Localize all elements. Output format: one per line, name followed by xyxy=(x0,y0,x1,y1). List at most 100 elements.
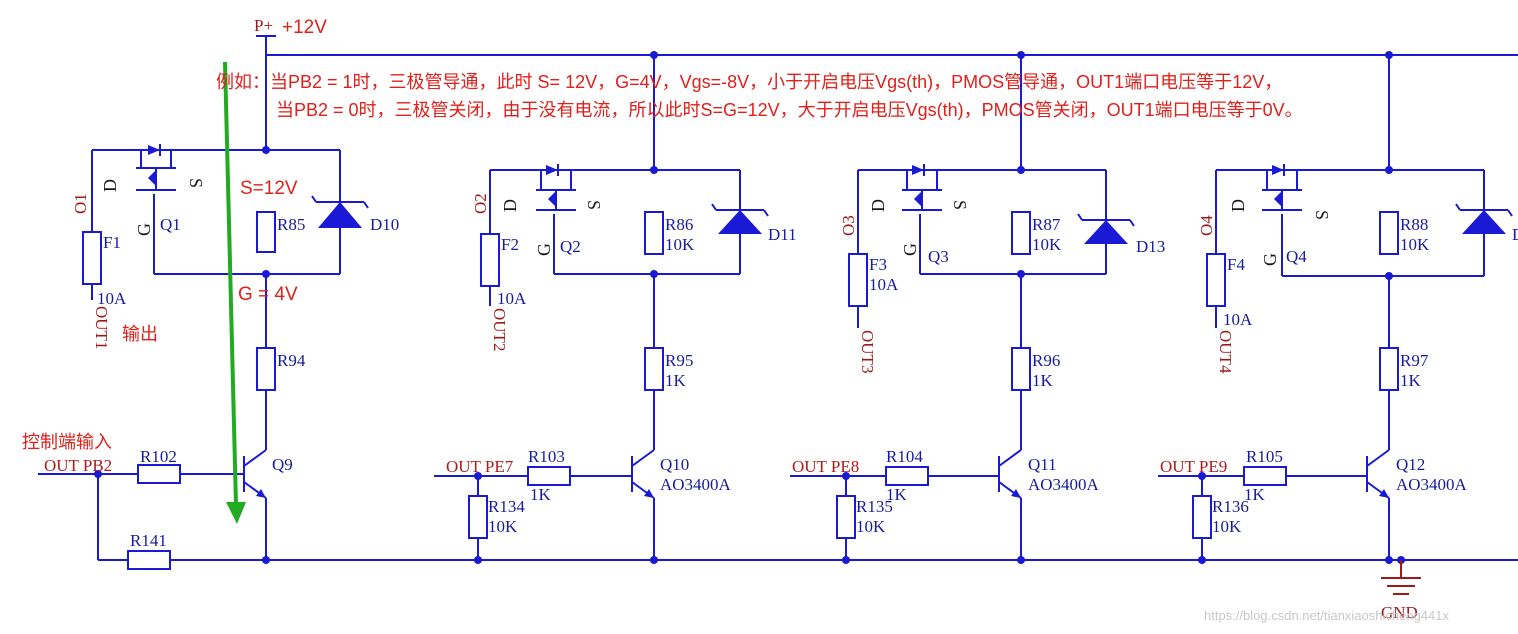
f4-label: F4 xyxy=(1227,255,1245,274)
q3-gate-pin: G xyxy=(900,243,920,256)
r104-label: R104 xyxy=(886,447,923,466)
fuse-f1 xyxy=(82,231,102,285)
f1-value: 10A xyxy=(97,289,127,308)
f3-value: 10A xyxy=(869,275,899,294)
r88-label: R88 xyxy=(1400,215,1428,234)
q11-part: AO3400A xyxy=(1028,475,1100,494)
r102-label: R102 xyxy=(140,447,177,466)
r97-label: R97 xyxy=(1400,351,1429,370)
input-net-pb2: OUT PB2 xyxy=(44,456,112,475)
q4-gate-pin: G xyxy=(1260,253,1280,266)
channel-1 xyxy=(38,55,369,570)
resistor-r97 xyxy=(1379,347,1399,391)
power-rail xyxy=(256,35,1518,59)
input-net-pe8: OUT PE8 xyxy=(792,457,859,476)
watermark: https://blog.csdn.net/tianxiaoshicheng44… xyxy=(1204,608,1450,623)
r134-value: 10K xyxy=(488,517,518,536)
r96-label: R96 xyxy=(1032,351,1060,370)
resistor-r135 xyxy=(836,495,856,539)
r95-value: 1K xyxy=(665,371,687,390)
resistor-r134 xyxy=(468,495,488,539)
q2-drain-pin: D xyxy=(500,199,520,212)
o2-label: O2 xyxy=(471,193,490,214)
resistor-r136 xyxy=(1192,495,1212,539)
mosfet-q4-symbol xyxy=(1262,164,1302,211)
q2-label: Q2 xyxy=(560,237,581,256)
r86-value: 10K xyxy=(665,235,695,254)
out1-net-label: OUT1 xyxy=(92,306,111,349)
explanation-line-1: 例如：当PB2 = 1时，三极管导通，此时 S= 12V，G=4V，Vgs=-8… xyxy=(216,72,1282,92)
resistor-r85 xyxy=(256,211,276,253)
d13-label: D13 xyxy=(1136,237,1165,256)
r88-value: 10K xyxy=(1400,235,1430,254)
resistor-r141 xyxy=(127,550,171,570)
o4-label: O4 xyxy=(1197,215,1216,236)
d11-label: D11 xyxy=(768,225,797,244)
q4-drain-pin: D xyxy=(1228,199,1248,212)
bjt-q10-symbol xyxy=(631,449,655,560)
r87-value: 10K xyxy=(1032,235,1062,254)
gate-voltage-note: G = 4V xyxy=(238,284,298,305)
q12-label: Q12 xyxy=(1396,455,1425,474)
power-voltage-label: +12V xyxy=(282,17,327,38)
bjt-q9-symbol xyxy=(243,449,267,560)
f2-label: F2 xyxy=(501,235,519,254)
q3-drain-pin: D xyxy=(868,199,888,212)
q10-label: Q10 xyxy=(660,455,689,474)
zener-d-symbol xyxy=(1455,203,1513,234)
output-note: 输出 xyxy=(122,324,158,344)
resistor-r94 xyxy=(256,347,276,391)
resistor-r103 xyxy=(527,466,571,486)
zener-d11-symbol xyxy=(711,203,769,234)
r141-label: R141 xyxy=(130,531,167,550)
r85-label: R85 xyxy=(277,215,305,234)
mosfet-q1-symbol xyxy=(136,144,176,191)
mosfet-q2-symbol xyxy=(536,164,576,211)
q11-label: Q11 xyxy=(1028,455,1057,474)
explanation-line-2: 当PB2 = 0时，三极管关闭，由于没有电流，所以此时S=G=12V，大于开启电… xyxy=(276,100,1303,120)
input-net-pe9: OUT PE9 xyxy=(1160,457,1227,476)
q2-gate-pin: G xyxy=(534,243,554,256)
q12-part: AO3400A xyxy=(1396,475,1468,494)
out4-net-label: OUT4 xyxy=(1216,330,1235,374)
q1-label: Q1 xyxy=(160,215,181,234)
source-voltage-note: S=12V xyxy=(240,178,298,199)
out2-net-label: OUT2 xyxy=(490,308,509,351)
resistor-r102 xyxy=(137,464,181,484)
r136-label: R136 xyxy=(1212,497,1249,516)
r105-value: 1K xyxy=(1244,485,1266,504)
channel-3 xyxy=(790,55,1135,564)
f3-label: F3 xyxy=(869,255,887,274)
resistor-r87 xyxy=(1011,211,1031,255)
q3-label: Q3 xyxy=(928,247,949,266)
r136-value: 10K xyxy=(1212,517,1242,536)
fuse-f2 xyxy=(480,233,500,287)
r94-label: R94 xyxy=(277,351,306,370)
fuse-f4 xyxy=(1206,253,1226,307)
mosfet-q3-symbol xyxy=(902,164,942,211)
resistor-r96 xyxy=(1011,347,1031,391)
bjt-q11-symbol xyxy=(998,449,1022,560)
r103-value: 1K xyxy=(530,485,552,504)
resistor-r105 xyxy=(1243,466,1287,486)
q10-part: AO3400A xyxy=(660,475,732,494)
channel-4 xyxy=(1158,55,1513,564)
q4-source-pin: S xyxy=(1312,210,1332,220)
out3-net-label: OUT3 xyxy=(858,330,877,373)
channel-2 xyxy=(434,55,769,564)
f4-value: 10A xyxy=(1223,310,1253,329)
o1-label: O1 xyxy=(71,193,90,214)
ground-label: GND xyxy=(1381,603,1418,622)
zener-d13-symbol xyxy=(1077,213,1135,244)
q1-source-pin: S xyxy=(186,178,206,188)
bjt-q12-symbol xyxy=(1366,449,1390,560)
f2-value: 10A xyxy=(497,289,527,308)
q1-drain-pin: D xyxy=(100,179,120,192)
input-note: 控制端输入 xyxy=(22,432,112,452)
r135-value: 10K xyxy=(856,517,886,536)
r86-label: R86 xyxy=(665,215,693,234)
r95-label: R95 xyxy=(665,351,693,370)
f1-label: F1 xyxy=(103,233,121,252)
q4-label: Q4 xyxy=(1286,247,1307,266)
